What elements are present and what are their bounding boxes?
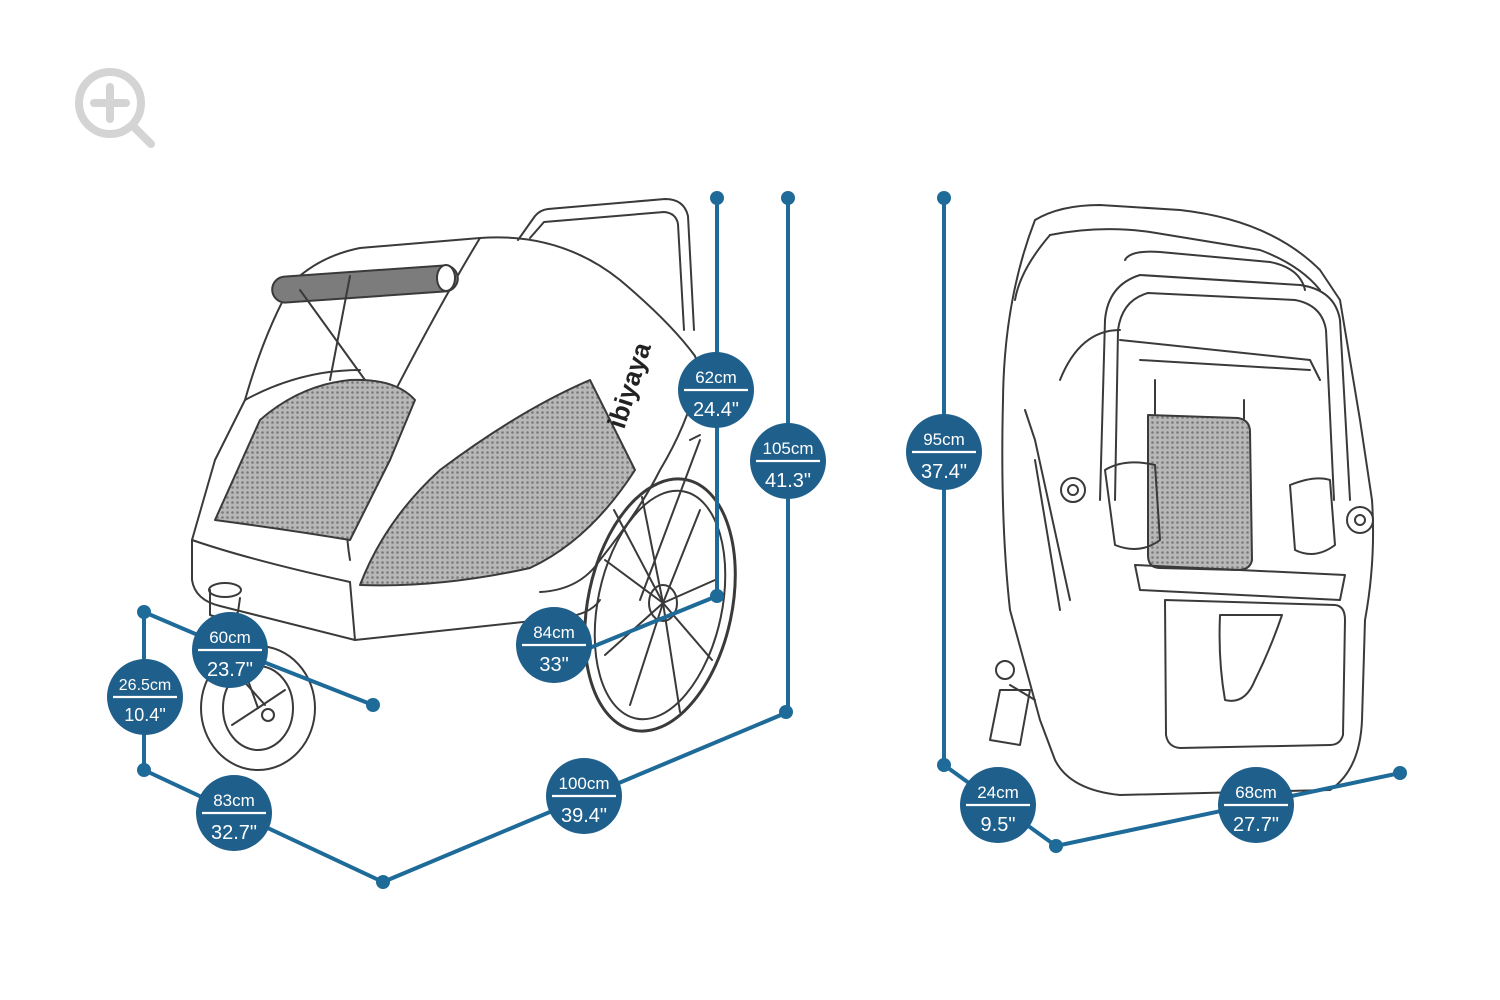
dim-badge-total-height: 105cm 41.3" xyxy=(750,423,826,499)
svg-text:68cm: 68cm xyxy=(1235,783,1277,802)
dim-badge-overall-width: 83cm 32.7" xyxy=(196,775,272,851)
brand-logo: ibiyaya xyxy=(601,338,657,432)
svg-text:41.3": 41.3" xyxy=(765,470,811,492)
svg-text:10.4": 10.4" xyxy=(124,705,165,725)
svg-text:23.7": 23.7" xyxy=(207,659,253,681)
folded-stroller-illustration xyxy=(989,204,1375,796)
svg-text:100cm: 100cm xyxy=(558,774,609,793)
svg-text:27.7": 27.7" xyxy=(1233,814,1279,836)
stroller-illustration: ibiyaya xyxy=(191,198,737,771)
svg-text:83cm: 83cm xyxy=(213,791,255,810)
svg-text:39.4": 39.4" xyxy=(561,805,607,827)
svg-text:26.5cm: 26.5cm xyxy=(119,677,171,694)
svg-text:95cm: 95cm xyxy=(923,430,965,449)
dim-badge-stroller-length: 100cm 39.4" xyxy=(546,758,622,834)
svg-text:9.5": 9.5" xyxy=(981,814,1016,836)
dim-badge-folded-depth: 24cm 9.5" xyxy=(960,767,1036,843)
svg-text:33": 33" xyxy=(539,654,568,676)
svg-text:62cm: 62cm xyxy=(695,368,737,387)
dim-badge-folded-width: 68cm 27.7" xyxy=(1218,767,1294,843)
dim-badge-wheelbase: 84cm 33" xyxy=(516,607,592,683)
svg-text:84cm: 84cm xyxy=(533,623,575,642)
dim-badge-folded-height: 95cm 37.4" xyxy=(906,414,982,490)
svg-text:24.4": 24.4" xyxy=(693,399,739,421)
dim-badge-front-wheel-height: 26.5cm 10.4" xyxy=(107,659,183,735)
svg-text:37.4": 37.4" xyxy=(921,461,967,483)
dim-badge-stroller-width: 60cm 23.7" xyxy=(192,612,268,688)
svg-text:60cm: 60cm xyxy=(209,628,251,647)
svg-text:105cm: 105cm xyxy=(762,439,813,458)
svg-text:24cm: 24cm xyxy=(977,783,1019,802)
zoom-in-icon[interactable] xyxy=(75,68,155,148)
dim-badge-handle-height: 62cm 24.4" xyxy=(678,352,754,428)
svg-text:32.7": 32.7" xyxy=(211,822,257,844)
